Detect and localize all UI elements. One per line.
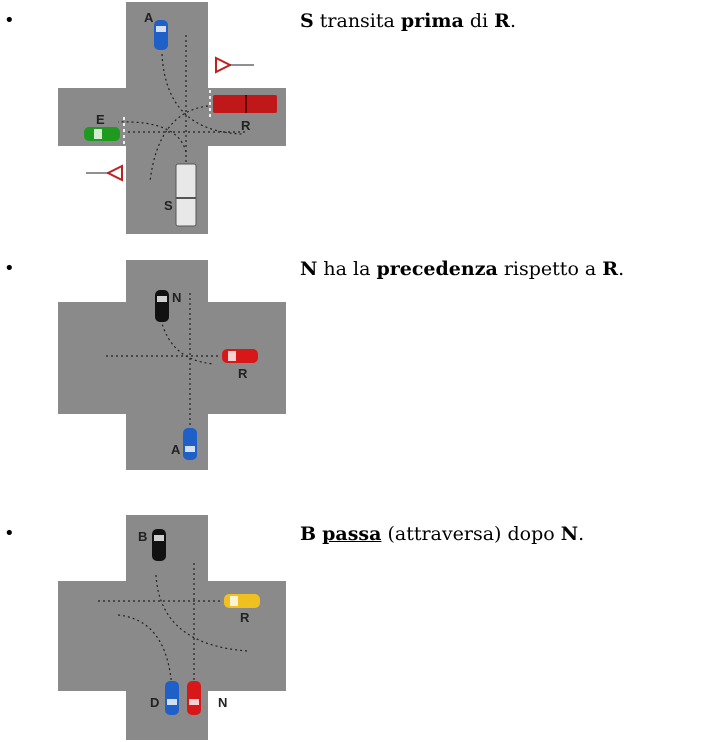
vehicle-d: D xyxy=(150,681,179,715)
statement-item-2: • N R A N ha xyxy=(0,250,708,490)
svg-text:N: N xyxy=(172,290,181,305)
bullet-3: • xyxy=(4,523,15,544)
vehicle-a: A xyxy=(171,428,197,460)
vehicle-a: A xyxy=(144,10,168,50)
yield-sign-icon xyxy=(215,56,254,74)
vehicle-n: N xyxy=(155,290,181,322)
vehicle-b: B xyxy=(138,529,166,561)
bullet-2: • xyxy=(4,258,15,279)
vehicle-r: R xyxy=(213,95,277,133)
svg-text:D: D xyxy=(150,695,159,710)
yield-sign-icon xyxy=(86,164,123,182)
intersection-diagram-1: A R E S xyxy=(58,2,286,234)
statement-text-1: S transita prima di R. xyxy=(300,10,516,32)
svg-text:S: S xyxy=(164,198,173,213)
svg-text:N: N xyxy=(218,695,227,710)
vehicle-r: R xyxy=(224,594,260,625)
intersection-diagram-2: N R A xyxy=(58,260,286,470)
svg-text:B: B xyxy=(138,529,147,544)
vehicle-r: R xyxy=(222,349,258,381)
vehicle-n: N xyxy=(187,681,227,715)
statement-text-3: B passa (attraversa) dopo N. xyxy=(300,523,585,545)
svg-text:E: E xyxy=(96,112,105,127)
statement-item-1: • xyxy=(0,0,708,240)
statement-text-2: N ha la precedenza rispetto a R. xyxy=(300,258,625,280)
svg-text:R: R xyxy=(240,610,250,625)
bullet-1: • xyxy=(4,10,15,31)
svg-text:A: A xyxy=(144,10,154,25)
svg-text:R: R xyxy=(241,118,251,133)
vehicle-s: S xyxy=(164,163,197,227)
statement-item-3: • B R D xyxy=(0,505,708,742)
svg-text:R: R xyxy=(238,366,248,381)
intersection-diagram-3: B R D N xyxy=(58,515,286,740)
vehicle-e: E xyxy=(84,112,120,141)
svg-text:A: A xyxy=(171,442,181,457)
